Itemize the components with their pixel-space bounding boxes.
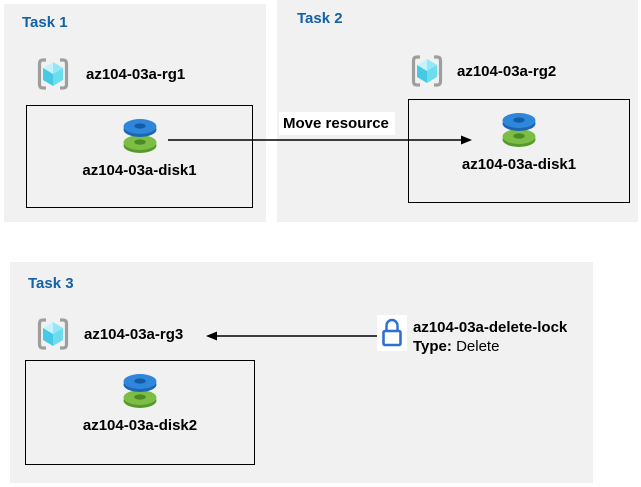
lock-chip: [377, 315, 407, 351]
task2-resource-group-label: az104-03a-rg2: [457, 63, 557, 80]
resource-group-icon: [37, 318, 69, 350]
task1-panel: Task 1 az104-03a-rg1 az104-03a-disk1: [4, 4, 266, 222]
disk-icon: [123, 374, 157, 408]
task1-resource-label: az104-03a-disk1: [82, 162, 197, 179]
disk-icon: [123, 119, 156, 153]
task2-resource-box: az104-03a-disk1: [408, 99, 630, 203]
lock-arrow: [206, 331, 377, 341]
move-resource-label: Move resource: [279, 112, 395, 135]
task3-title: Task 3: [28, 275, 74, 292]
task2-panel: Task 2 az104-03a-rg2 az104-03a-disk1: [277, 0, 638, 222]
resource-group-icon: [37, 58, 69, 90]
task3-resource-box: az104-03a-disk2: [25, 360, 255, 465]
task3-resource-group-label: az104-03a-rg3: [84, 326, 184, 343]
move-arrow: [168, 135, 472, 145]
lock-icon: [382, 318, 402, 347]
task3-panel: Task 3 az104-03a-rg3 az104-03a-disk2: [10, 262, 593, 483]
task2-title: Task 2: [297, 10, 343, 27]
lock-text-block: az104-03a-delete-lock Type: Delete: [413, 318, 567, 356]
lock-type-line: Type: Delete: [413, 337, 567, 356]
task1-resource-box: az104-03a-disk1: [26, 105, 253, 208]
lock-type-label: Type:: [413, 338, 452, 355]
resource-group-icon: [411, 55, 443, 87]
lock-name: az104-03a-delete-lock: [413, 319, 568, 336]
task3-resource-label: az104-03a-disk2: [82, 417, 198, 434]
task2-resource-label: az104-03a-disk1: [461, 156, 577, 173]
task1-resource-group-label: az104-03a-rg1: [86, 66, 186, 83]
disk-icon: [502, 113, 536, 147]
lock-type-value: Delete: [456, 338, 500, 355]
task1-title: Task 1: [22, 14, 68, 31]
